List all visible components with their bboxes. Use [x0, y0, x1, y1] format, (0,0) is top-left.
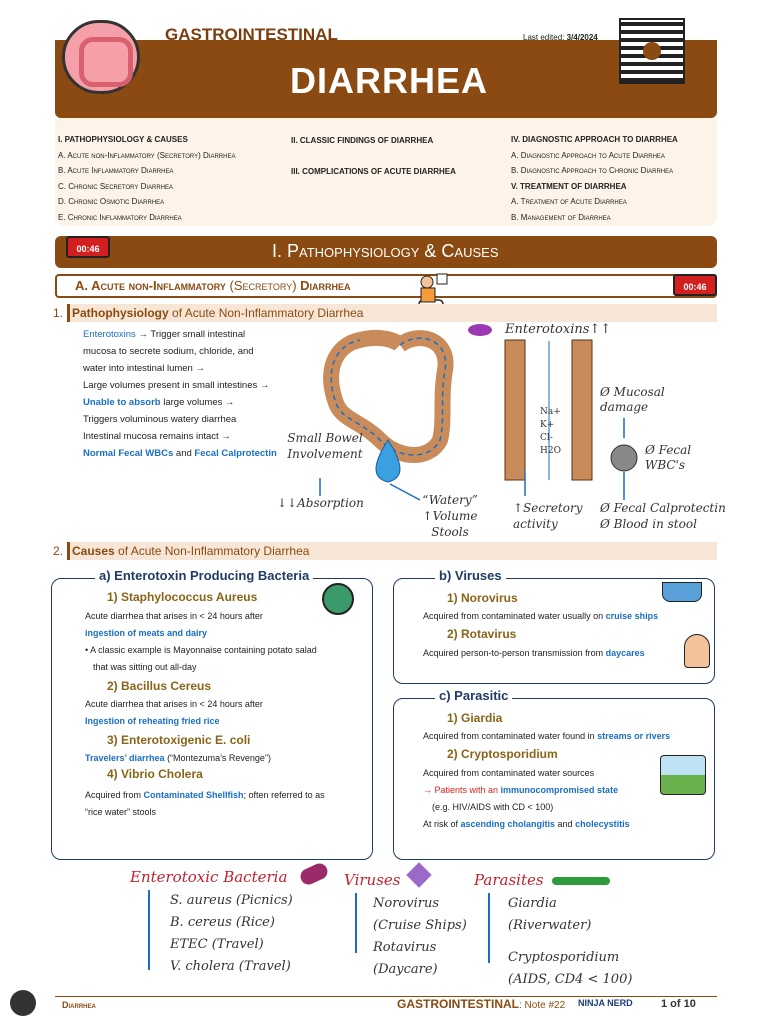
toc-item[interactable]: C. Chronic Secretory Diarrhea — [58, 181, 174, 191]
ion-labels: Na+K+Cl-H2O — [540, 407, 561, 456]
parasitic-box-title: c) Parasitic — [435, 688, 513, 703]
footer-divider — [55, 996, 717, 997]
toc-item[interactable]: A. Treatment of Acute Diarrhea — [511, 197, 627, 206]
bacteria-desc: Acute diarrhea that arises in < 24 hours… — [85, 699, 263, 726]
parasite-desc: Acquired from contaminated water found i… — [423, 731, 671, 741]
cell-column-left — [504, 339, 526, 481]
summary-viruses-heading: Viruses — [344, 871, 401, 889]
toc-item[interactable]: E. Chronic Inflammatory Diarrhea — [58, 212, 182, 222]
table-of-contents: I. PATHOPHYSIOLOGY & CAUSES A. Acute non… — [55, 118, 717, 226]
bacteria-box — [51, 578, 373, 860]
category-title: GASTROINTESTINAL — [165, 25, 338, 44]
summary-bacteria-heading: Enterotoxic Bacteria — [130, 868, 288, 886]
viruses-box — [393, 578, 715, 684]
causes-heading: Causes of Acute Non-Inflammatory Diarrhe… — [72, 544, 310, 558]
section-title: I. Pathophysiology & Causes — [272, 241, 499, 261]
pathophysiology-heading: Pathophysiology of Acute Non-Inflammator… — [72, 306, 364, 320]
parasite-item: 2) Cryptosporidium — [447, 747, 558, 761]
toc-item[interactable]: A. Acute non-Inflammatory (Secretory) Di… — [58, 150, 236, 160]
heading-underline — [67, 304, 717, 322]
bacteria-desc: Acquired from Contaminated Shellfish; of… — [85, 790, 325, 817]
toc-item[interactable]: B. Acute Inflammatory Diarrhea — [58, 166, 174, 175]
page-title: DIARRHEA — [290, 60, 489, 101]
bacteria-item: 4) Vibrio Cholera — [107, 767, 203, 781]
section-banner — [55, 236, 717, 268]
toc-column-1: I. PATHOPHYSIOLOGY & CAUSES A. Acute non… — [58, 132, 235, 225]
summary-parasites-list: Giardia(Riverwater) Cryptosporidium(AIDS… — [508, 896, 633, 987]
summary-viruses-list: Norovirus(Cruise Ships)Rotavirus(Daycare… — [373, 896, 467, 977]
summary-bracket — [488, 893, 490, 963]
video-timer-badge[interactable]: 00:46 — [673, 274, 717, 296]
calprotectin-label: Ø Fecal Calprotectin — [600, 501, 726, 515]
bacteria-desc: Travelers’ diarrhea (“Montezuma’s Reveng… — [85, 753, 271, 763]
summary-bracket — [148, 890, 150, 970]
ninja-logo-icon — [10, 990, 36, 1016]
toc-item[interactable]: B. Management of Diarrhea — [511, 212, 611, 222]
summary-bacteria-list: S. aureus (Picnics)B. cereus (Rice)ETEC … — [170, 893, 293, 974]
heading-number: 1. — [53, 306, 64, 320]
virus-item: 1) Norovirus — [447, 591, 518, 605]
parasite-item: 1) Giardia — [447, 711, 503, 725]
toc-column-3: IV. DIAGNOSTIC APPROACH TO DIARRHEA A. D… — [511, 132, 678, 225]
mucosal-damage-label: Ø Mucosal damage — [600, 385, 665, 414]
heading-underline — [67, 542, 717, 560]
bacteria-item: 3) Enterotoxigenic E. coli — [107, 733, 251, 747]
footer-category: GASTROINTESTINAL: Note #22 — [397, 997, 566, 1011]
bacteria-icon — [468, 324, 492, 336]
video-timer-badge[interactable]: 00:46 — [66, 236, 110, 258]
toc-column-2: II. CLASSIC FINDINGS OF DIARRHEA III. CO… — [291, 125, 456, 187]
brand-logo: NINJA NERD — [578, 998, 633, 1008]
intestine-icon — [62, 20, 140, 94]
summary-bracket — [355, 893, 357, 953]
page-number: 1 of 10 — [661, 998, 696, 1010]
bacteria-box-title: a) Enterotoxin Producing Bacteria — [95, 568, 314, 583]
toc-item[interactable]: III. COMPLICATIONS OF ACUTE DIARRHEA — [291, 167, 456, 176]
subsection-title: A. Acute non-Inflammatory (Secretory) Di… — [75, 278, 351, 293]
toc-item[interactable]: II. CLASSIC FINDINGS OF DIARRHEA — [291, 136, 434, 145]
toc-item[interactable]: D. Chronic Osmotic Diarrhea — [58, 197, 165, 206]
enterotoxins-label: Enterotoxins↑↑ — [505, 322, 612, 337]
secretory-label: ↑Secretory activity — [513, 501, 583, 531]
toc-item[interactable]: I. PATHOPHYSIOLOGY & CAUSES — [58, 135, 188, 144]
parasite-desc: Acquired from contaminated water sources… — [423, 768, 630, 829]
cruise-ship-icon — [662, 582, 702, 602]
header-banner — [55, 40, 717, 118]
virus-desc: Acquired from contaminated water usually… — [423, 611, 659, 621]
small-bowel-label: Small Bowel Involvement — [287, 431, 363, 461]
footer-topic: Diarrhea — [62, 1000, 96, 1010]
bacteria-item: 2) Bacillus Cereus — [107, 679, 212, 693]
virus-desc: Acquired person-to-person transmission f… — [423, 648, 645, 658]
virus-icon — [406, 862, 432, 888]
cell-column-right — [571, 339, 593, 481]
absorption-label: ↓↓Absorption — [277, 496, 364, 510]
heading-number: 2. — [53, 544, 64, 558]
viruses-box-title: b) Viruses — [435, 568, 506, 583]
toc-item[interactable]: V. TREATMENT OF DIARRHEA — [511, 181, 627, 191]
worm-icon — [552, 877, 610, 885]
bacteria-desc: Acute diarrhea that arises in < 24 hours… — [85, 611, 317, 672]
bacteria-petri-icon — [322, 583, 354, 615]
summary-parasites-heading: Parasites — [474, 871, 544, 889]
watery-stools-label: “Watery” ↑Volume Stools — [422, 493, 478, 539]
bacteria-icon — [297, 860, 331, 888]
river-landscape-icon — [660, 755, 706, 795]
toc-item[interactable]: B. Diagnostic Approach to Chronic Diarrh… — [511, 166, 674, 175]
bacteria-item: 1) Staphylococcus Aureus — [107, 590, 258, 604]
last-edited: Last edited: 3/4/2024 — [523, 33, 598, 42]
pathophysiology-text: Enterotoxins → Trigger small intestinal … — [83, 329, 277, 459]
toc-item[interactable]: IV. DIAGNOSTIC APPROACH TO DIARRHEA — [511, 135, 678, 144]
water-drop-icon — [375, 439, 401, 483]
qr-code-icon[interactable] — [619, 18, 685, 84]
child-icon — [684, 634, 710, 668]
subsection-box — [55, 274, 717, 298]
fecal-wbc-label: Ø Fecal WBC's — [645, 443, 692, 472]
wbc-icon — [610, 444, 638, 472]
blood-label: Ø Blood in stool — [600, 517, 697, 531]
toc-item[interactable]: A. Diagnostic Approach to Acute Diarrhea — [511, 150, 665, 160]
virus-item: 2) Rotavirus — [447, 627, 517, 641]
